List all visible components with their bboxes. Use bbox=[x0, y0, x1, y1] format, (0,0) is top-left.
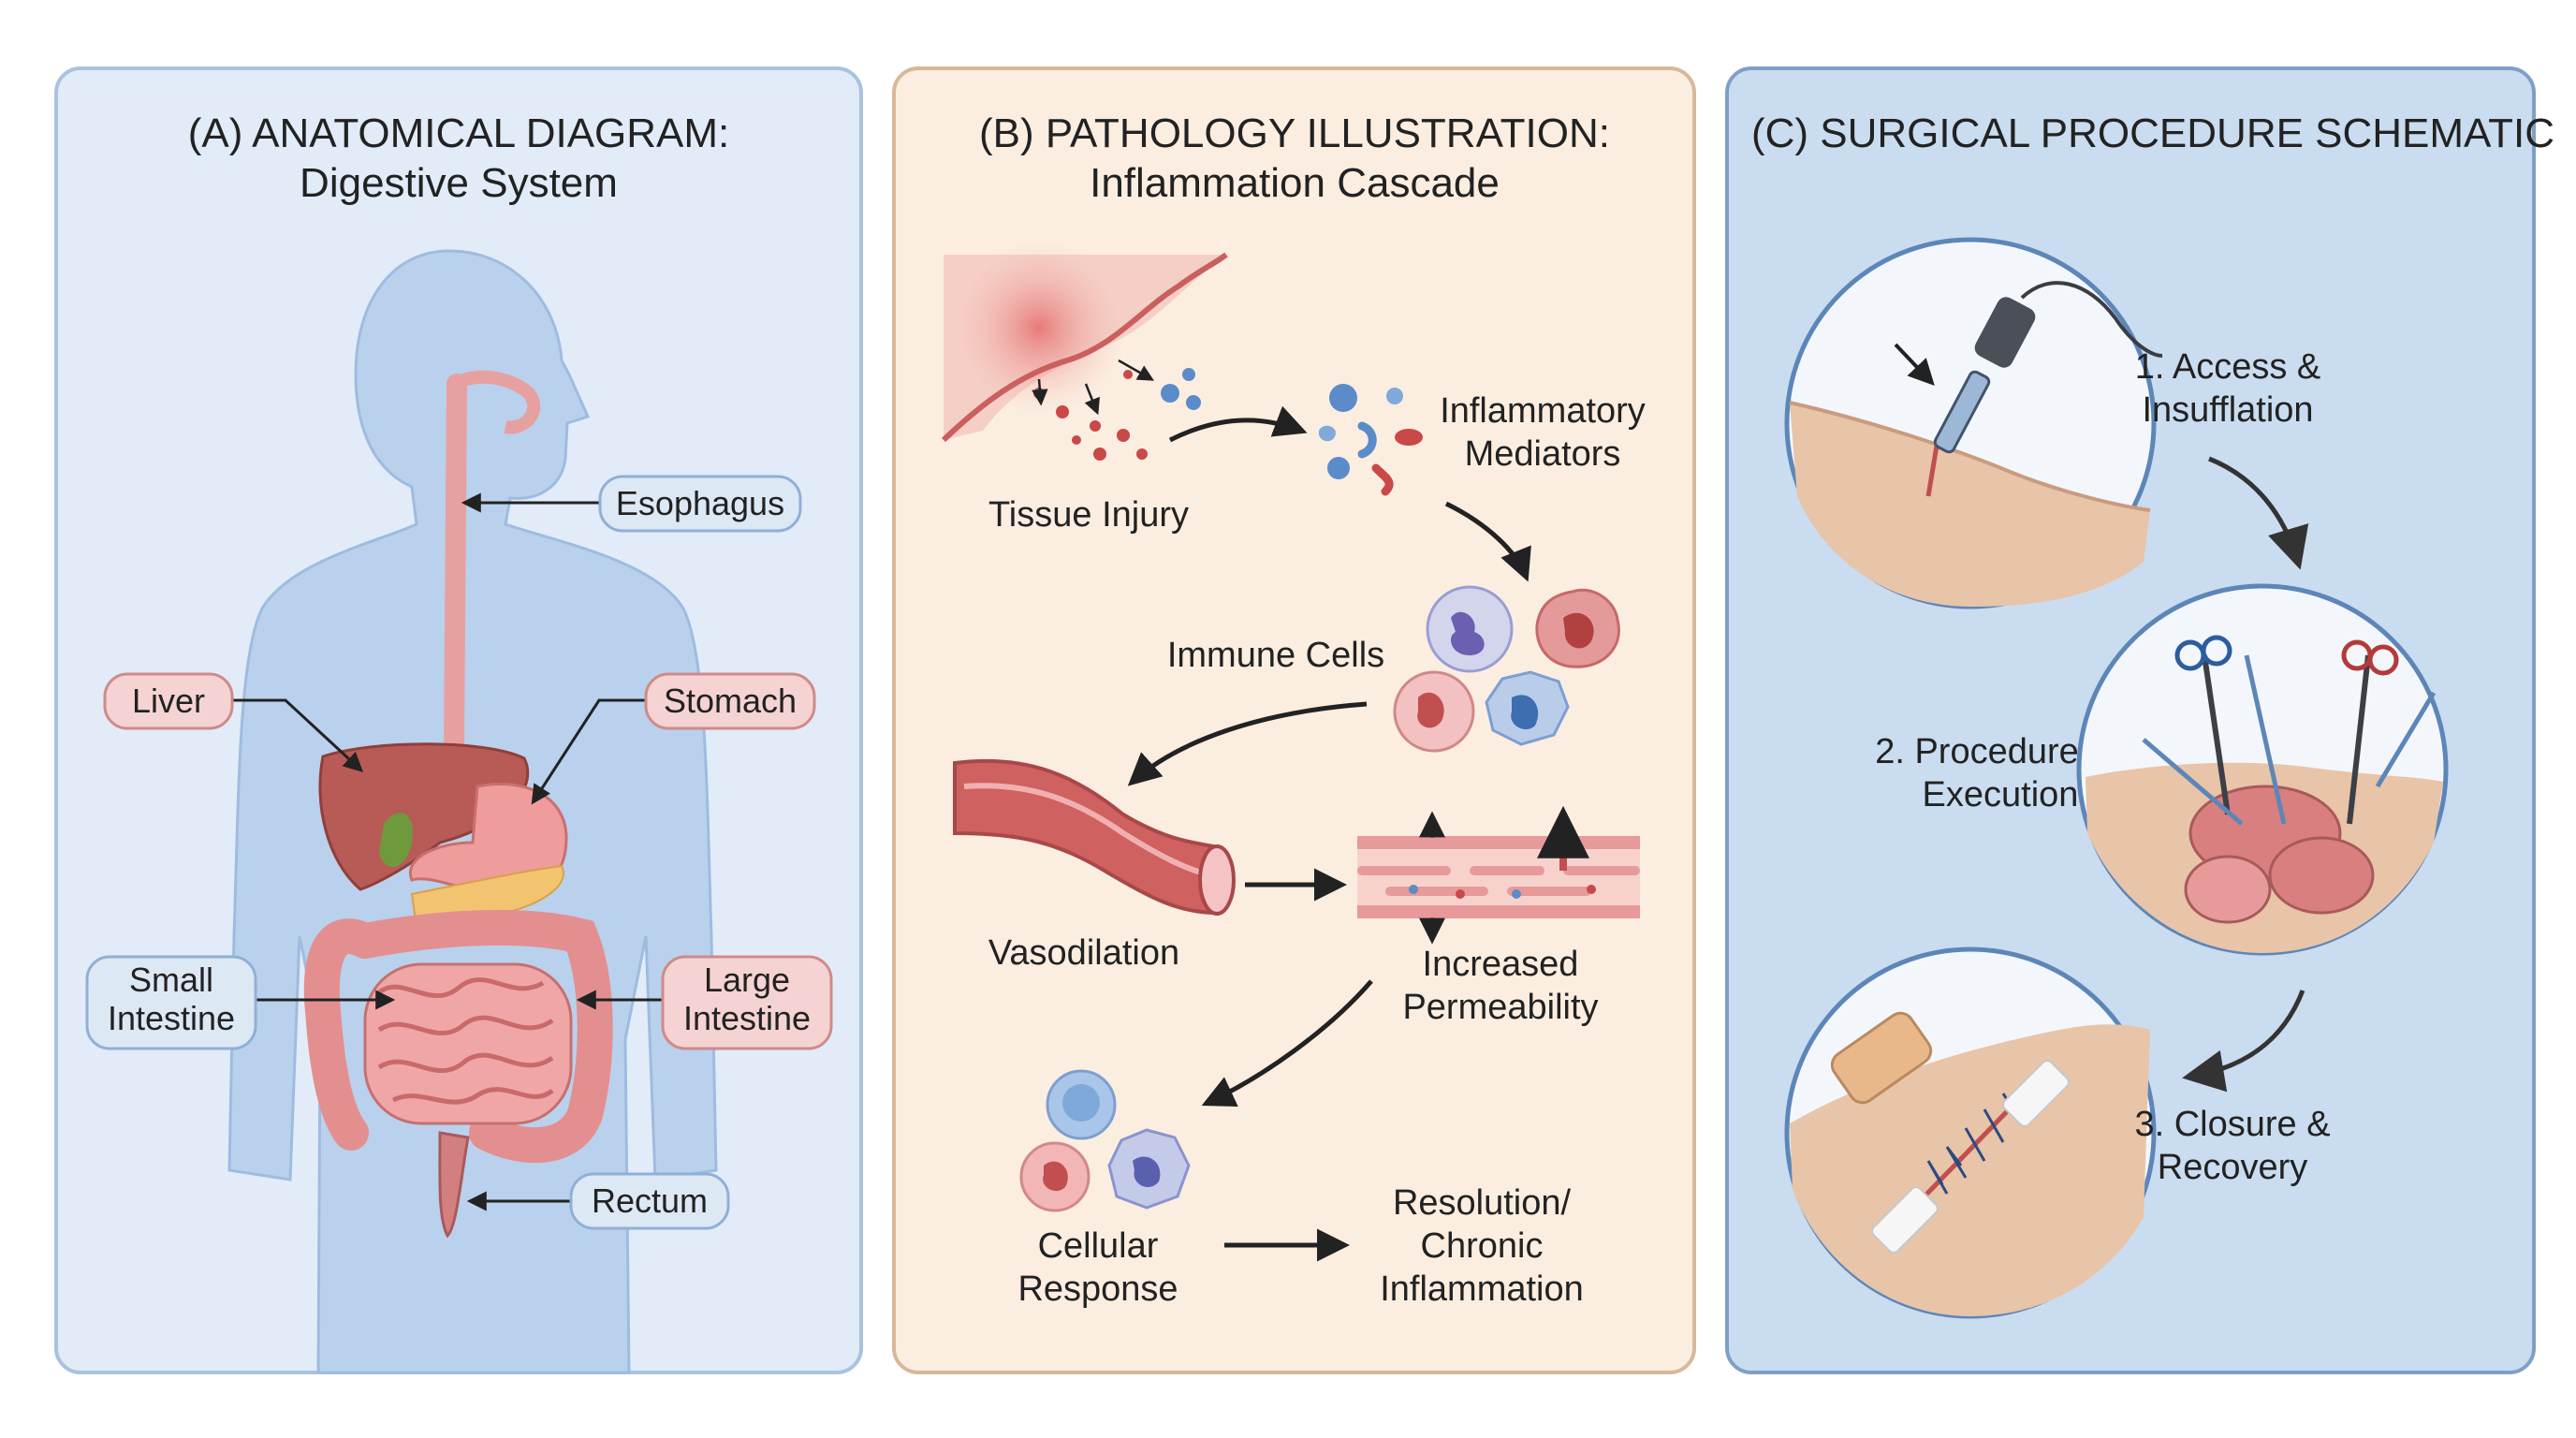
permeability-label-line1: Increased bbox=[1423, 945, 1579, 984]
large-intestine-label-line1: Large bbox=[704, 961, 790, 999]
small-intestine-tag: Small Intestine bbox=[85, 955, 257, 1050]
vasodilation-label: Vasodilation bbox=[988, 933, 1179, 973]
immune-cells-label: Immune Cells bbox=[1167, 636, 1384, 675]
liver-tag: Liver bbox=[103, 672, 234, 730]
tissue-injury-label: Tissue Injury bbox=[988, 495, 1189, 535]
small-intestine-label-line1: Small bbox=[129, 961, 213, 999]
panel-a: (A) ANATOMICAL DIAGRAM: Digestive System bbox=[54, 66, 863, 1374]
step3-illustration bbox=[1784, 946, 2157, 1319]
liver-label: Liver bbox=[132, 682, 205, 720]
cellular-response-label-line1: Cellular bbox=[1038, 1226, 1159, 1266]
resolution-label-line2: Chronic bbox=[1421, 1226, 1544, 1266]
step2-label-line1: 2. Procedure bbox=[1875, 732, 2079, 771]
liver-leader bbox=[232, 698, 364, 772]
large-intestine-tag: Large Intestine bbox=[661, 955, 833, 1050]
resolution-label-line3: Inflammation bbox=[1380, 1269, 1584, 1309]
mediators-label-line2: Mediators bbox=[1465, 434, 1621, 474]
arrow-permeability-to-response bbox=[1201, 979, 1373, 1108]
panel-b: (B) PATHOLOGY ILLUSTRATION: Inflammation… bbox=[892, 66, 1696, 1374]
mediators-label-line1: Inflammatory bbox=[1440, 391, 1646, 431]
permeability-illustration bbox=[1357, 805, 1640, 945]
rectum-tag: Rectum bbox=[569, 1172, 730, 1230]
tissue-injury-illustration bbox=[941, 239, 1228, 461]
esophagus-tag: Esophagus bbox=[598, 475, 802, 533]
liver-organ bbox=[318, 742, 530, 891]
small-intestine-label-line2: Intestine bbox=[108, 999, 235, 1037]
panel-b-title-line2: Inflammation Cascade bbox=[1090, 160, 1500, 206]
cellular-response-label-line2: Response bbox=[1017, 1269, 1178, 1309]
stomach-label: Stomach bbox=[664, 682, 797, 720]
small-intestine-organ bbox=[363, 962, 573, 1125]
esophagus-label: Esophagus bbox=[616, 484, 784, 522]
step3-label-line2: Recovery bbox=[2158, 1148, 2308, 1187]
immune-cells-illustration bbox=[1393, 585, 1620, 753]
panel-c: (C) SURGICAL PROCEDURE SCHEMATIC 1. Acce… bbox=[1725, 66, 2554, 1374]
panel-a-title-line1: (A) ANATOMICAL DIAGRAM: bbox=[188, 110, 730, 156]
arrow-mediators-to-cells bbox=[1444, 501, 1531, 582]
step2-label-line2: Execution bbox=[1923, 775, 2079, 814]
vasodilation-illustration bbox=[953, 758, 1236, 916]
step1-label-line1: 1. Access & bbox=[2135, 347, 2321, 387]
panel-c-title: (C) SURGICAL PROCEDURE SCHEMATIC bbox=[1751, 110, 2554, 156]
step2-illustration bbox=[2076, 583, 2449, 956]
permeability-label-line2: Permeability bbox=[1402, 988, 1598, 1027]
arrow-step1-to-step2 bbox=[2208, 456, 2309, 570]
stomach-tag: Stomach bbox=[644, 672, 816, 730]
gallbladder-organ bbox=[379, 813, 413, 868]
large-intestine-label-line2: Intestine bbox=[683, 999, 811, 1037]
cellular-response-illustration bbox=[1019, 1069, 1191, 1212]
inflammatory-mediators-illustration bbox=[1318, 384, 1423, 496]
panel-b-title-line1: (B) PATHOLOGY ILLUSTRATION: bbox=[979, 110, 1610, 156]
resolution-label-line1: Resolution/ bbox=[1393, 1183, 1572, 1223]
stomach-leader bbox=[531, 698, 646, 805]
step1-illustration bbox=[1784, 237, 2163, 609]
step1-label-line2: Insufflation bbox=[2142, 390, 2313, 430]
arrow-cells-to-vasodilation bbox=[1127, 701, 1368, 786]
arrow-step2-to-step3 bbox=[2182, 990, 2305, 1093]
rectum-organ bbox=[438, 1131, 470, 1239]
panel-a-title-line2: Digestive System bbox=[300, 160, 618, 206]
step3-label-line1: 3. Closure & bbox=[2134, 1105, 2330, 1144]
arrow-injury-to-mediators bbox=[1168, 405, 1308, 443]
rectum-label: Rectum bbox=[592, 1181, 708, 1220]
